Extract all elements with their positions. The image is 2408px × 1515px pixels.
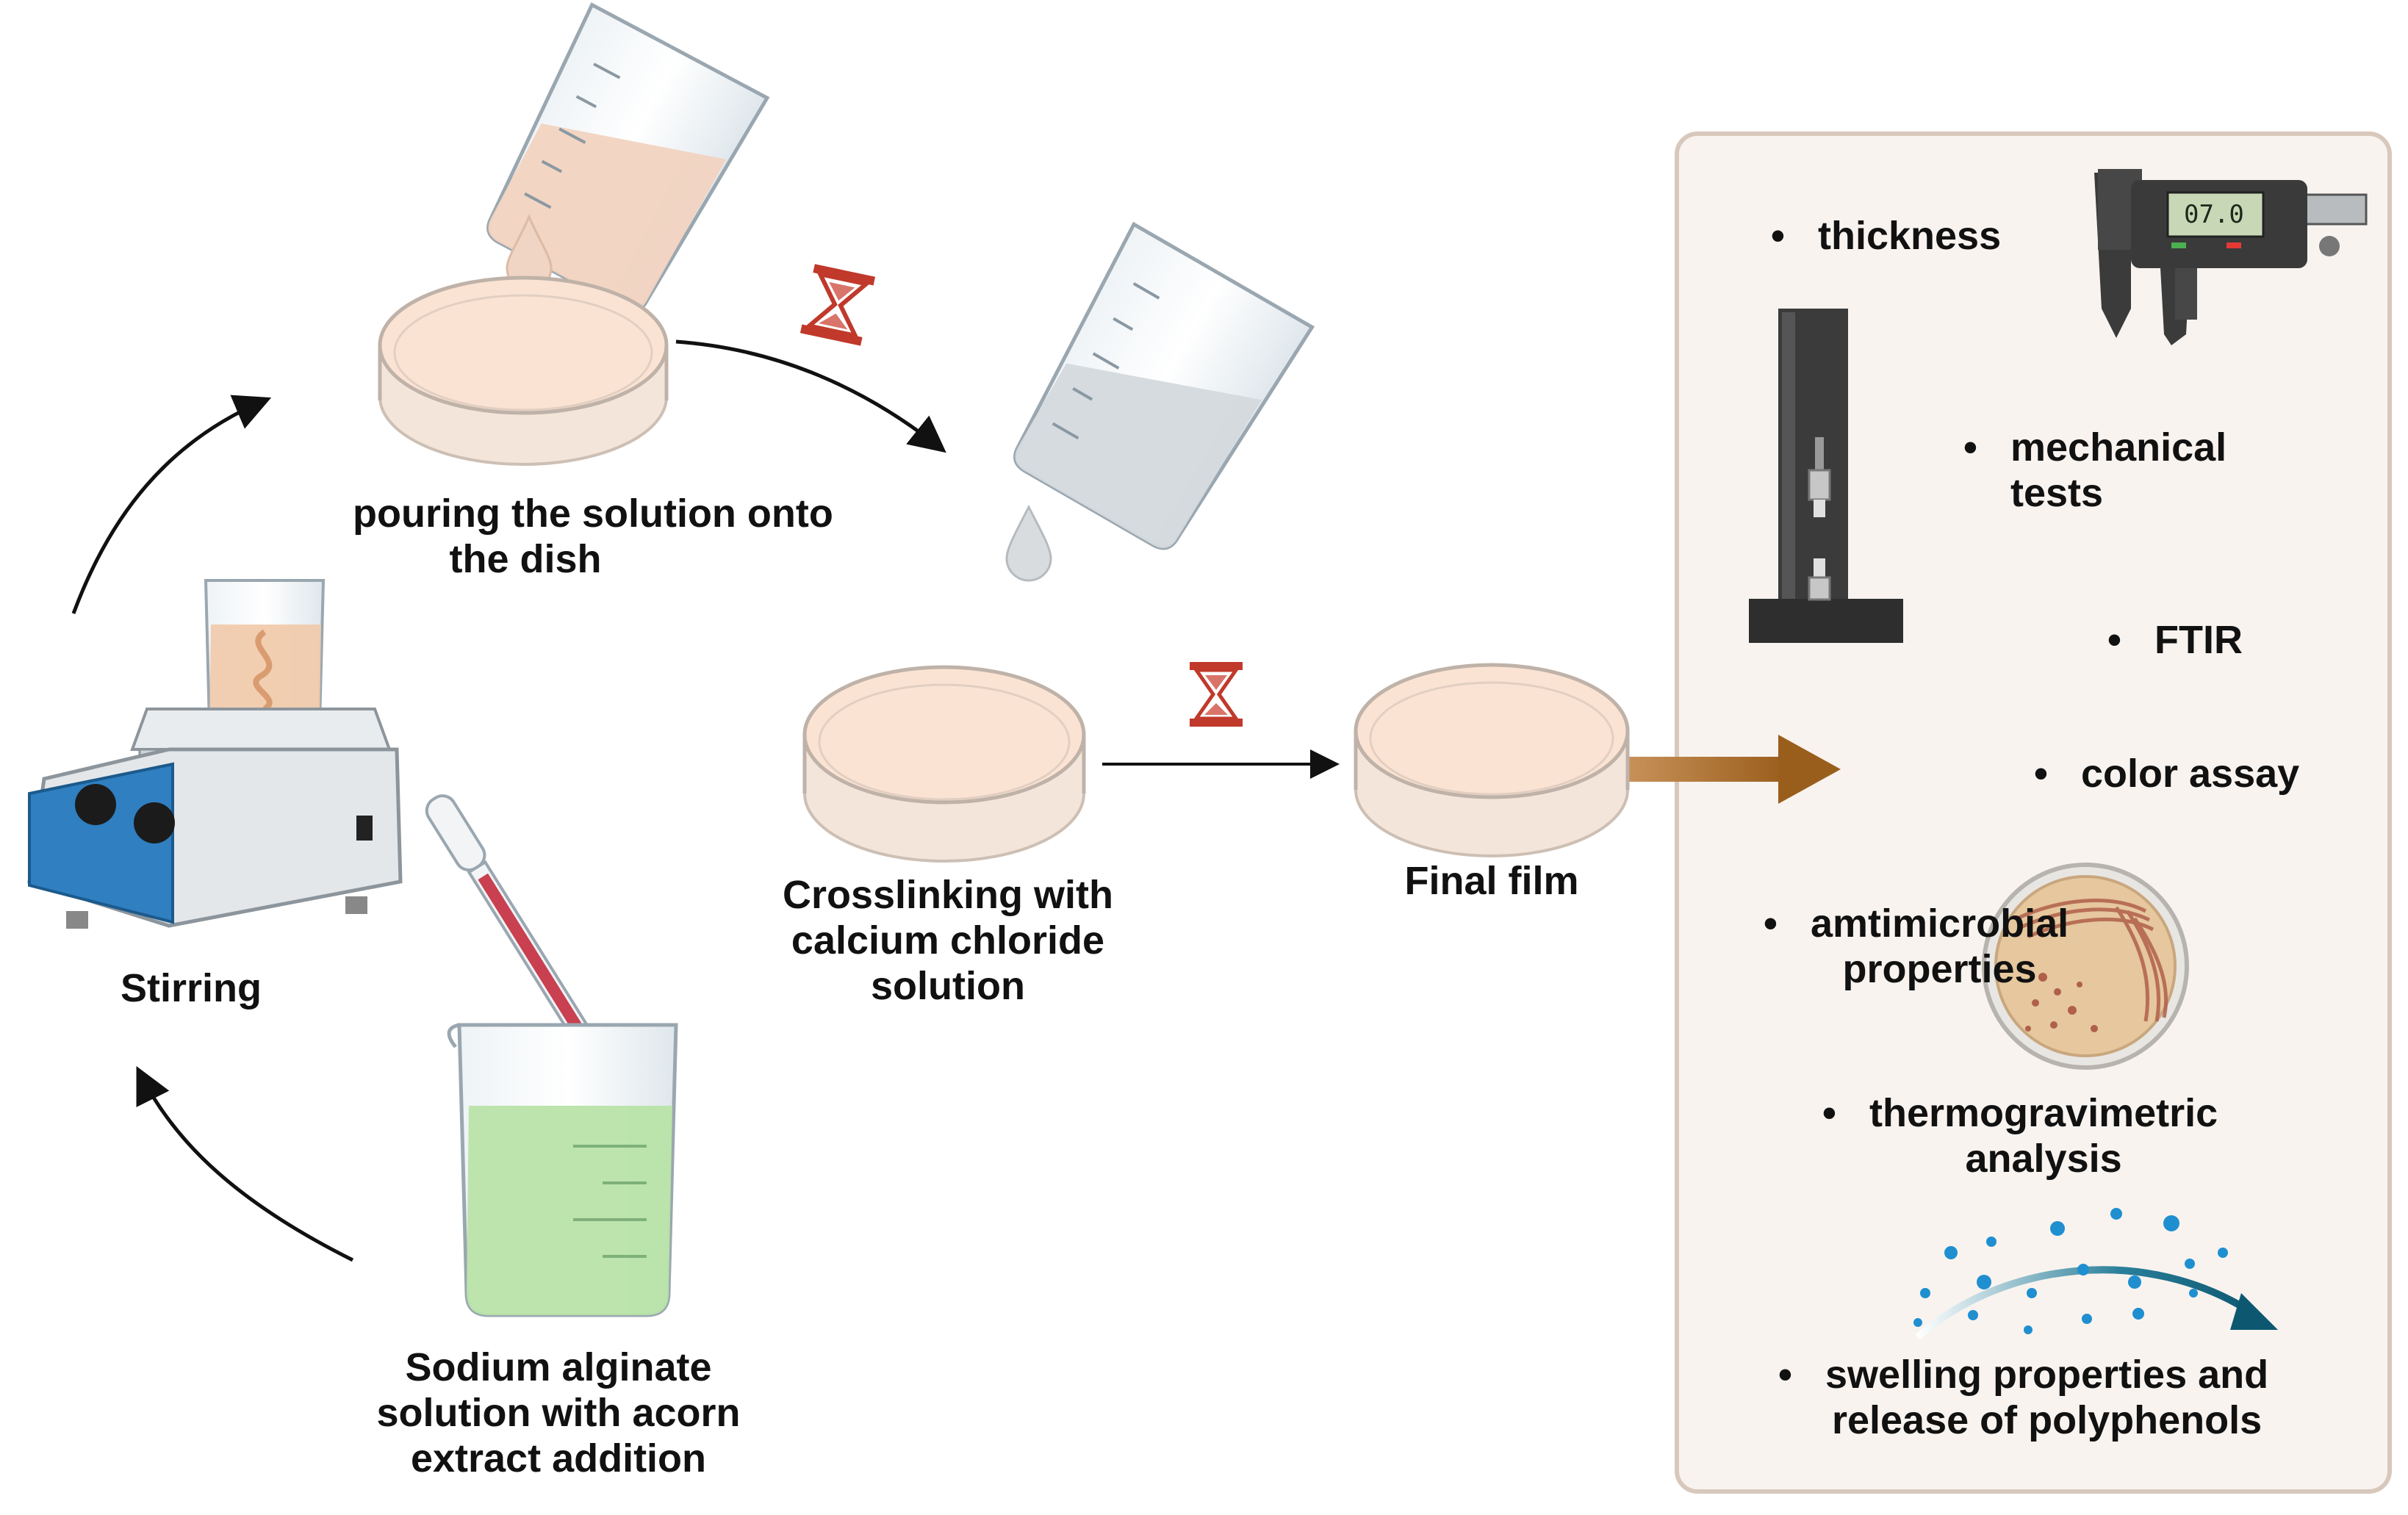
bullet: • bbox=[1771, 214, 1785, 258]
item-antimicrobial-line1: amtimicrobial bbox=[1811, 902, 2069, 946]
label-final-text: Final film bbox=[1404, 859, 1579, 903]
item-swelling-line2: release of polyphenols bbox=[1831, 1398, 2263, 1442]
analysis-panel bbox=[1675, 132, 2392, 1494]
item-thickness: • thickness bbox=[1771, 213, 2001, 259]
bullet: • bbox=[1764, 902, 1778, 946]
label-alginate-line3: extract addition bbox=[410, 1436, 707, 1480]
item-thermogravimetric: • thermogravimetric analysis bbox=[1822, 1090, 2218, 1181]
bullet: • bbox=[1963, 425, 1977, 469]
label-alginate-line1: Sodium alginate bbox=[405, 1345, 712, 1389]
droplet-icon bbox=[1005, 504, 1052, 582]
petri-dish-final bbox=[1354, 663, 1630, 857]
item-swelling: • swelling properties and release of pol… bbox=[1778, 1352, 2268, 1443]
item-swelling-line1: swelling properties and bbox=[1825, 1353, 2269, 1397]
flow-arrows bbox=[71, 339, 1841, 1262]
pipette-icon bbox=[425, 794, 597, 1056]
label-crosslinking-line1: Crosslinking with bbox=[782, 873, 1114, 917]
label-pouring-line2: the dish bbox=[449, 537, 602, 581]
bacteria-plate-icon bbox=[1982, 863, 2189, 1070]
item-color-assay: • color assay bbox=[2034, 751, 2299, 796]
hourglass-icon bbox=[799, 264, 876, 346]
item-mechanical: • mechanical tests bbox=[1963, 425, 2226, 516]
bullet: • bbox=[2034, 752, 2048, 796]
item-ftir-text: FTIR bbox=[2154, 618, 2243, 662]
arrow-final-to-analysis bbox=[1624, 735, 1841, 804]
arrow-stirring-to-pouring bbox=[71, 395, 272, 614]
magnetic-stirrer-icon bbox=[27, 579, 403, 929]
label-crosslinking: Crosslinking with calcium chloride solut… bbox=[742, 872, 1154, 1009]
label-stirring: Stirring bbox=[81, 965, 301, 1011]
label-crosslinking-line2: calcium chloride bbox=[791, 918, 1105, 962]
item-thickness-text: thickness bbox=[1818, 214, 2002, 258]
petri-dish-pouring bbox=[378, 276, 669, 466]
bullet: • bbox=[1778, 1353, 1792, 1397]
beaker-green-icon bbox=[447, 1023, 678, 1317]
item-thermo-line2: analysis bbox=[1965, 1137, 2122, 1181]
label-alginate-line2: solution with acorn bbox=[376, 1391, 741, 1435]
bullet: • bbox=[1822, 1091, 1836, 1135]
item-antimicrobial: • amtimicrobial properties bbox=[1764, 901, 2069, 992]
label-final: Final film bbox=[1367, 858, 1617, 904]
label-pouring: pouring the solution onto the dish bbox=[353, 491, 833, 582]
caliper-icon bbox=[2094, 169, 2368, 345]
label-pouring-line1: pouring the solution onto bbox=[353, 492, 833, 536]
item-antimicrobial-line2: properties bbox=[1842, 947, 2037, 991]
item-mechanical-line2: tests bbox=[2010, 471, 2104, 515]
item-mechanical-line1: mechanical bbox=[2010, 425, 2227, 469]
caliper-readout: 07.0 bbox=[2184, 200, 2244, 229]
item-ftir: • FTIR bbox=[2107, 617, 2243, 663]
arrow-alginate-to-stirring bbox=[136, 1066, 354, 1262]
arrow-pouring-to-crosslink bbox=[675, 339, 946, 453]
tensile-tester-icon bbox=[1749, 309, 1903, 643]
petri-dish-crosslinking bbox=[802, 665, 1086, 863]
item-thermo-line1: thermogravimetric bbox=[1869, 1091, 2218, 1135]
release-arrow-icon bbox=[1913, 1208, 2278, 1340]
label-crosslinking-line3: solution bbox=[871, 964, 1025, 1008]
label-alginate: Sodium alginate solution with acorn extr… bbox=[323, 1345, 794, 1481]
hourglass-icon bbox=[1190, 662, 1243, 727]
beaker-pouring-clear-icon bbox=[1013, 221, 1315, 550]
bullet: • bbox=[2107, 618, 2121, 662]
item-color-assay-text: color assay bbox=[2081, 752, 2300, 796]
label-stirring-text: Stirring bbox=[120, 966, 262, 1010]
